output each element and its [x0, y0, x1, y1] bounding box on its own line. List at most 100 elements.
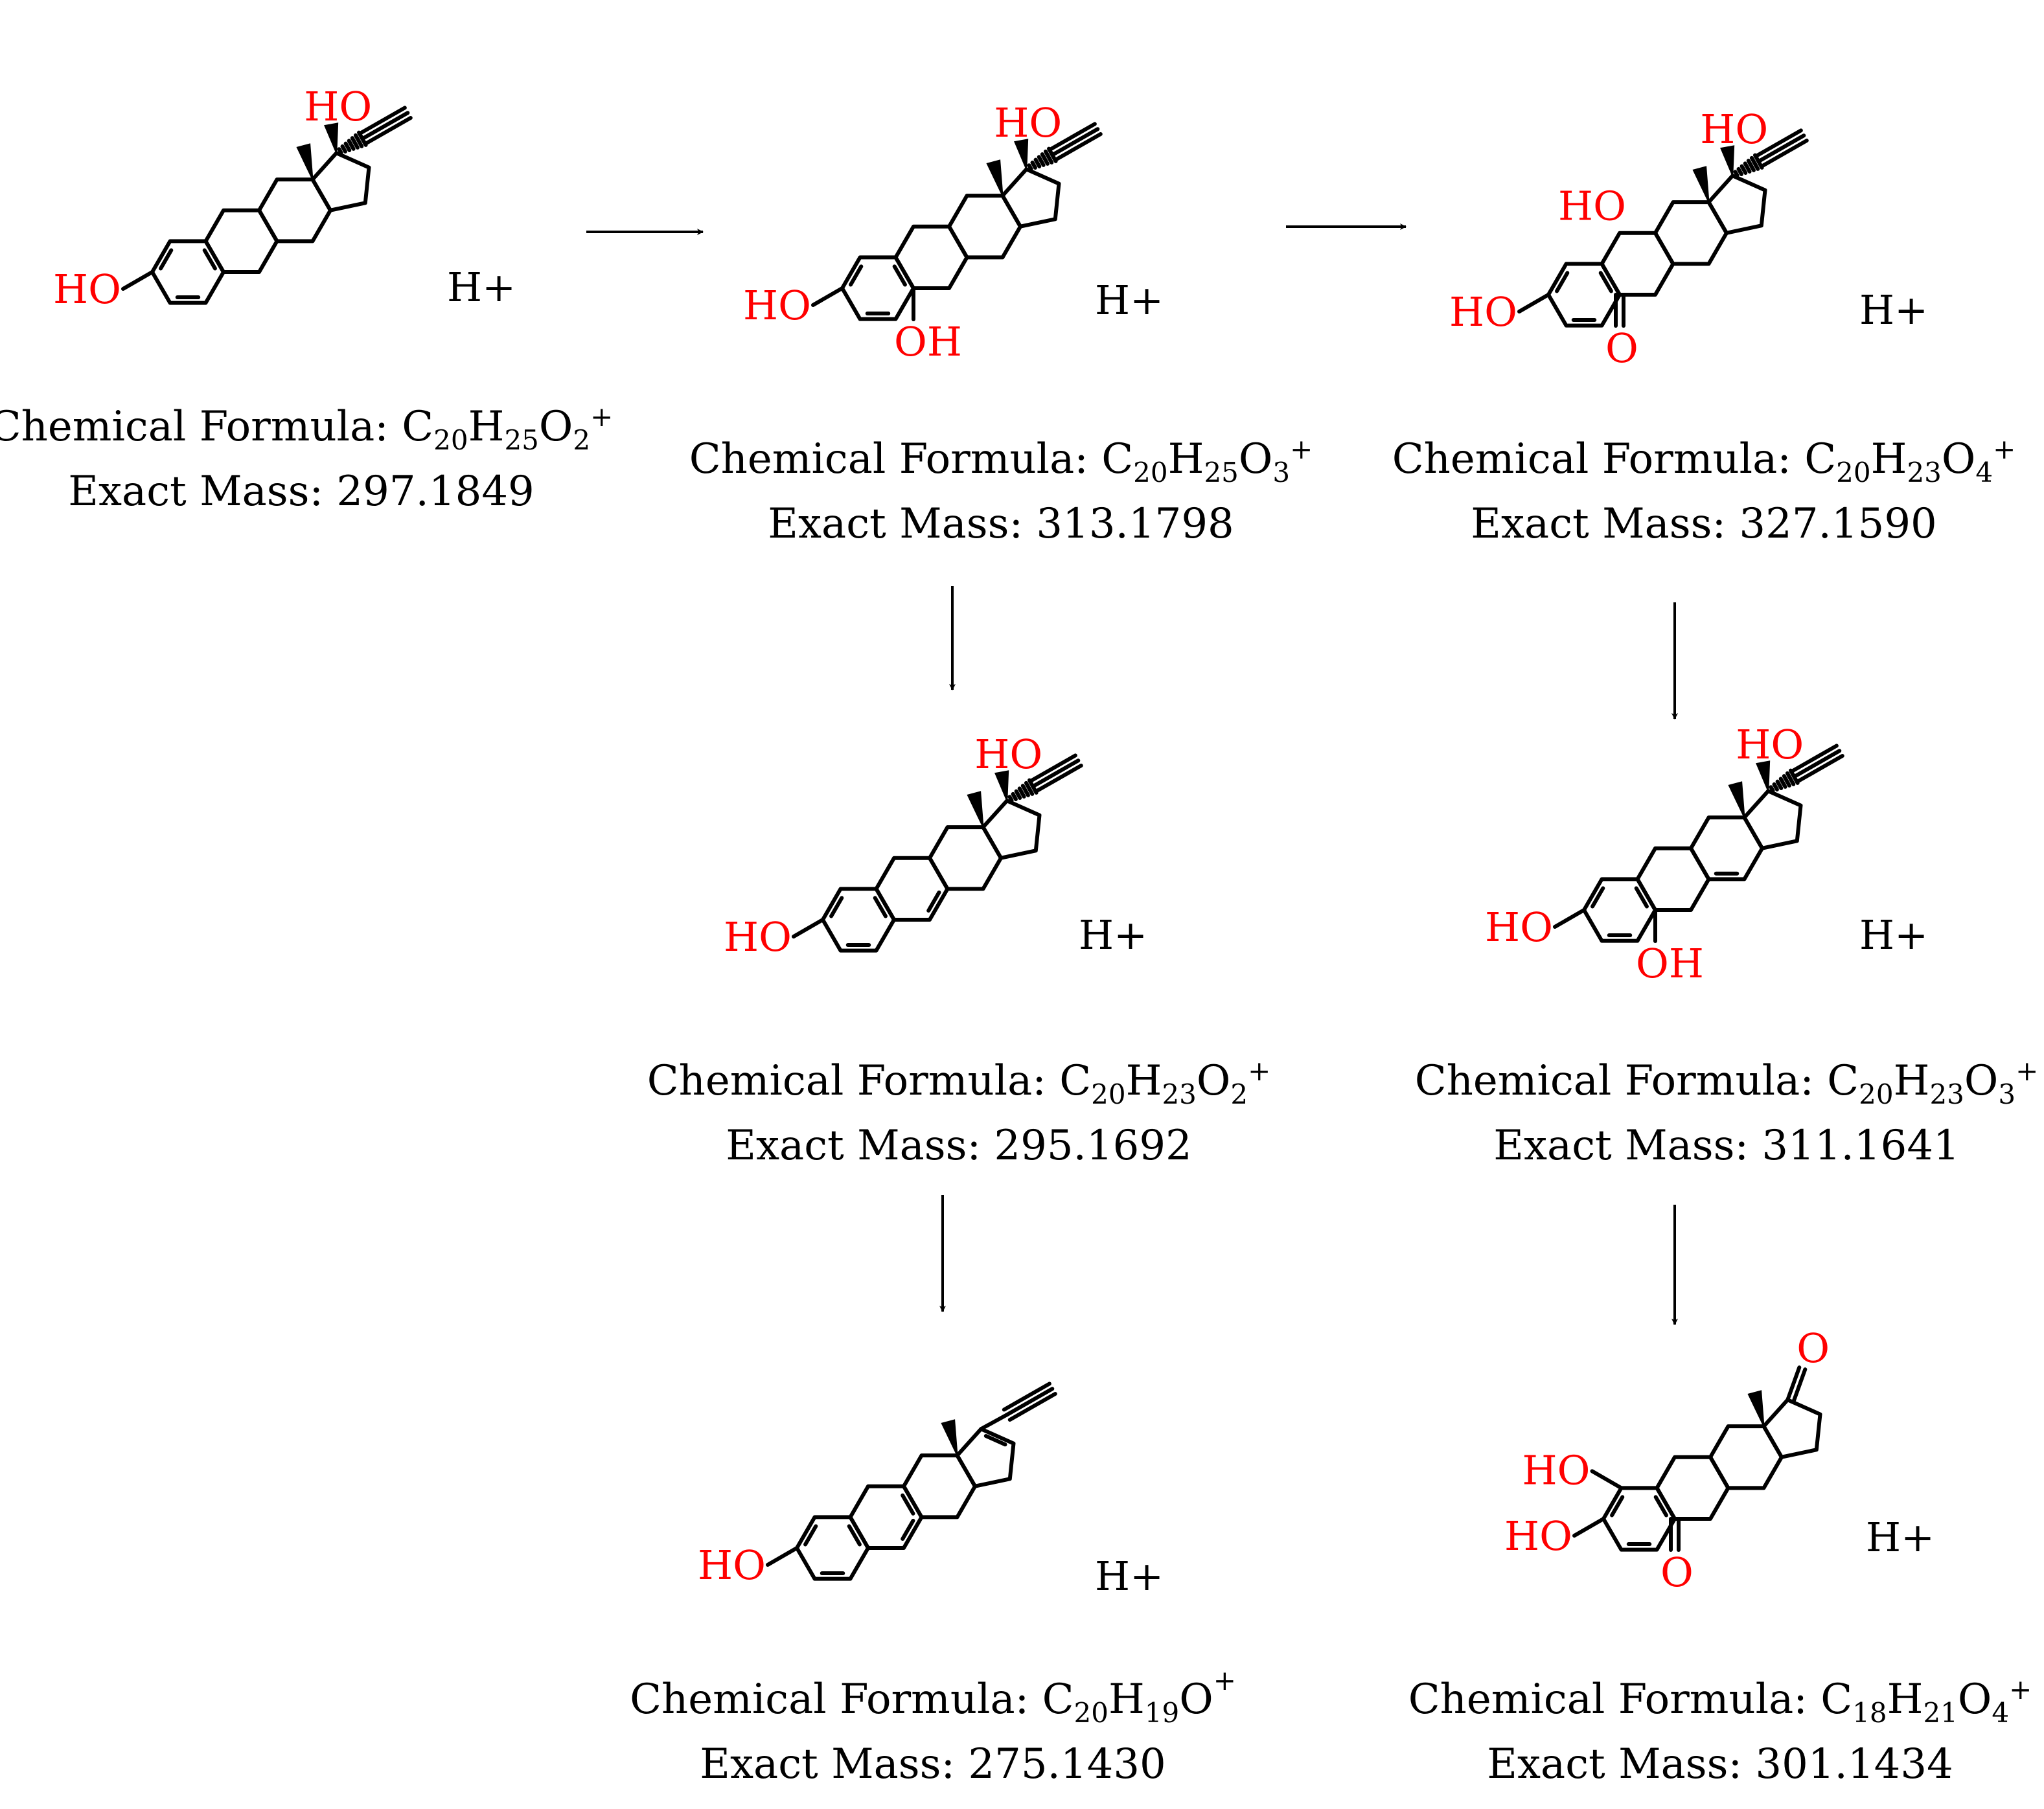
compound-caption-c2: Chemical Formula: C20H25O3+ Exact Mass: 3… — [689, 433, 1313, 548]
element-symbol: H — [1871, 435, 1907, 483]
compound-caption-c3: Chemical Formula: C20H23O4+ Exact Mass: 3… — [1392, 433, 2016, 548]
formula-prefix: Chemical Formula: — [1392, 435, 1805, 483]
chemical-formula: Chemical Formula: C20H25O2+ — [0, 401, 613, 456]
chemical-formula: Chemical Formula: C18H21O4+ — [1408, 1674, 2032, 1729]
proton-label: H+ — [1079, 911, 1147, 959]
hydroxyl-17-label: HO — [994, 99, 1062, 146]
charge: + — [1213, 1665, 1236, 1696]
element-symbol: H — [1108, 1676, 1145, 1724]
element-count: 4 — [1992, 1697, 2009, 1729]
compound-caption-c1: Chemical Formula: C20H25O2+Exact Mass: 2… — [0, 401, 613, 516]
chemical-formula: Chemical Formula: C20H25O3+ — [689, 433, 1313, 488]
molecule-c1: HO HO H+ — [53, 83, 516, 313]
formula-prefix: Chemical Formula: — [1415, 1057, 1828, 1105]
exact-mass: Exact Mass: 327.1590 — [1471, 500, 1937, 548]
element-count: 21 — [1923, 1697, 1957, 1729]
hydroxyl-17-label: HO — [304, 83, 372, 130]
proton-label: H+ — [447, 264, 516, 311]
molecule-c7: O HO HO O H+ — [1504, 1325, 1935, 1596]
hydroxyl-17-label: HO — [974, 731, 1042, 778]
compound-caption-c7: Chemical Formula: C18H21O4+ Exact Mass: 3… — [1408, 1674, 2032, 1788]
proton-label: H+ — [1859, 911, 1928, 959]
exact-mass: Exact Mass: 311.1641 — [1493, 1122, 1960, 1170]
hydroxyl-3-label: HO — [1485, 904, 1553, 951]
proton-label: H+ — [1866, 1514, 1935, 1561]
reaction-arrows — [586, 223, 1678, 1325]
hydroxyl-17-label: HO — [1736, 721, 1804, 768]
charge: + — [2009, 1674, 2032, 1705]
formula-prefix: Chemical Formula: — [630, 1676, 1042, 1724]
hydroxyl-6-label: OH — [1636, 940, 1704, 987]
hydroxyl-3-label: HO — [698, 1542, 766, 1589]
element-symbol: C — [1827, 1057, 1859, 1105]
element-count: 23 — [1929, 1078, 1964, 1110]
proton-label: H+ — [1095, 1553, 1164, 1600]
element-symbol: O — [1964, 1057, 1998, 1105]
element-symbol: H — [468, 403, 505, 451]
element-symbol: O — [539, 403, 573, 451]
molecule-c4: HO HO H+ — [724, 731, 1147, 961]
charge: + — [590, 401, 613, 433]
exact-mass: Exact Mass: 275.1430 — [700, 1740, 1166, 1788]
element-symbol: O — [1958, 1676, 1992, 1724]
chemical-formula: Chemical Formula: C20H23O4+ — [1392, 433, 2016, 488]
element-symbol: C — [1820, 1676, 1852, 1724]
chemical-formula: Chemical Formula: C20H23O3+ — [1415, 1055, 2039, 1110]
hydroxyl-3-label: HO — [53, 266, 121, 313]
element-symbol: C — [1059, 1057, 1091, 1105]
element-symbol: O — [1239, 435, 1272, 483]
hydroxyl-3-label: HO — [743, 282, 811, 329]
element-count: 3 — [1998, 1078, 2015, 1110]
compound-caption-c4: Chemical Formula: C20H23O2+Exact Mass: 2… — [647, 1055, 1271, 1170]
hydroxyl-6-label: OH — [894, 318, 962, 365]
chemical-formula: Chemical Formula: C20H19O+ — [630, 1665, 1236, 1729]
element-symbol: H — [1126, 1057, 1162, 1105]
element-symbol: C — [1042, 1676, 1074, 1724]
keto-6-label: O — [1660, 1549, 1694, 1596]
exact-mass: Exact Mass: 297.1849 — [68, 468, 534, 516]
element-count: 20 — [1133, 457, 1167, 488]
keto-17-label: O — [1797, 1325, 1830, 1372]
element-symbol: C — [1804, 435, 1836, 483]
element-count: 25 — [504, 424, 538, 456]
element-count: 4 — [1975, 457, 1993, 488]
hydroxyl-2-label: HO — [1522, 1446, 1590, 1494]
formula-prefix: Chemical Formula: — [647, 1057, 1060, 1105]
exact-mass: Exact Mass: 313.1798 — [768, 500, 1234, 548]
molecule-c6: HO H+ — [698, 1382, 1164, 1600]
element-count: 20 — [433, 424, 468, 456]
element-symbol: H — [1168, 435, 1204, 483]
chemical-formula: Chemical Formula: C20H23O2+ — [647, 1055, 1271, 1110]
hydroxyl-3-label: HO — [724, 913, 792, 961]
element-symbol: O — [1197, 1057, 1230, 1105]
element-count: 2 — [1230, 1078, 1248, 1110]
element-symbol: C — [402, 403, 433, 451]
element-count: 23 — [1907, 457, 1941, 488]
element-count: 20 — [1074, 1697, 1108, 1729]
charge: + — [2015, 1055, 2038, 1087]
hydroxyl-3-label: HO — [1504, 1512, 1572, 1560]
molecule-c5: HO HO OH H+ — [1485, 721, 1928, 987]
element-symbol: O — [1179, 1676, 1213, 1724]
exact-mass: Exact Mass: 301.1434 — [1487, 1740, 1953, 1788]
hydroxyl-3-label: HO — [1449, 288, 1517, 336]
keto-6-label: O — [1605, 324, 1638, 372]
hydroxyl-17-label: HO — [1700, 106, 1768, 153]
proton-label: H+ — [1095, 277, 1164, 324]
element-count: 19 — [1145, 1697, 1179, 1729]
element-count: 25 — [1204, 457, 1238, 488]
formula-prefix: Chemical Formula: — [689, 435, 1102, 483]
compound-caption-c5: Chemical Formula: C20H23O3+ Exact Mass: 3… — [1415, 1055, 2039, 1170]
element-symbol: H — [1894, 1057, 1930, 1105]
formula-prefix: Chemical Formula: — [1408, 1676, 1821, 1724]
molecule-c2: HO HO OH H+ — [743, 99, 1164, 365]
element-symbol: O — [1942, 435, 1975, 483]
element-count: 3 — [1272, 457, 1290, 488]
element-symbol: C — [1101, 435, 1133, 483]
element-count: 2 — [573, 424, 590, 456]
compound-caption-c6: Chemical Formula: C20H19O+ Exact Mass: 27… — [630, 1665, 1236, 1788]
exact-mass: Exact Mass: 295.1692 — [726, 1122, 1192, 1170]
charge: + — [1248, 1055, 1270, 1087]
